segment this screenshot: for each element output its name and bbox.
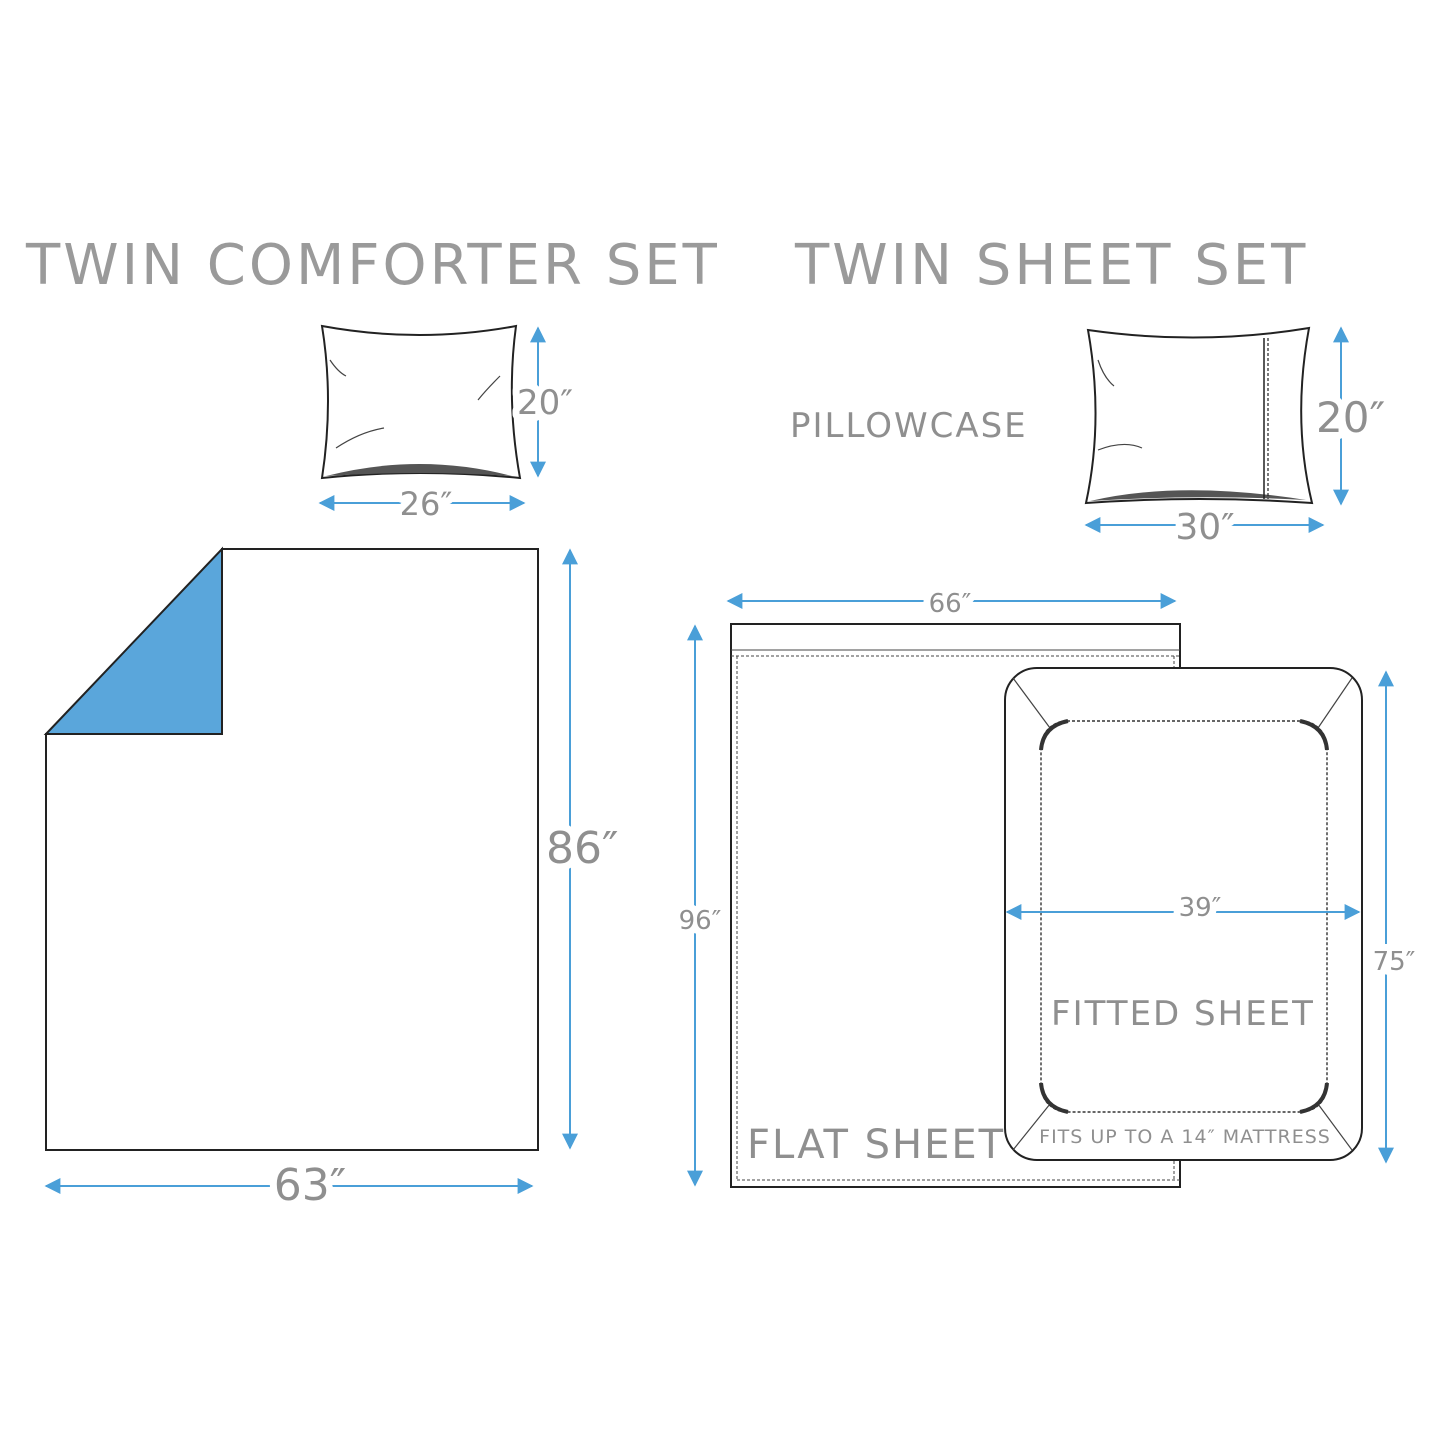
pillowcase-label: PILLOWCASE	[790, 406, 1028, 446]
comforter-illustration	[43, 546, 539, 1151]
flat-height-label: 96″	[679, 906, 722, 936]
comforter-width-label: 63″	[274, 1160, 346, 1211]
fitted-sheet-label: FITTED SHEET	[1051, 994, 1315, 1034]
sham-height-label: 20″	[517, 383, 573, 423]
pillowcase-illustration	[1084, 326, 1314, 505]
pillowcase-height-label: 20″	[1316, 393, 1385, 442]
fitted-height-label: 75″	[1373, 947, 1416, 977]
comforter-height-label: 86″	[546, 823, 618, 874]
flat-sheet-label: FLAT SHEET	[747, 1122, 1005, 1168]
fitted-width-label: 39″	[1179, 893, 1222, 923]
sheet-set-title: TWIN SHEET SET	[794, 233, 1308, 298]
sham-width-label: 26″	[400, 485, 453, 523]
fitted-mattress-note: FITS UP TO A 14″ MATTRESS	[1039, 1126, 1331, 1148]
comforter-set-title: TWIN COMFORTER SET	[25, 233, 720, 298]
flat-width-label: 66″	[929, 589, 972, 619]
sham-illustration	[320, 324, 522, 480]
pillowcase-width-label: 30″	[1175, 507, 1234, 548]
